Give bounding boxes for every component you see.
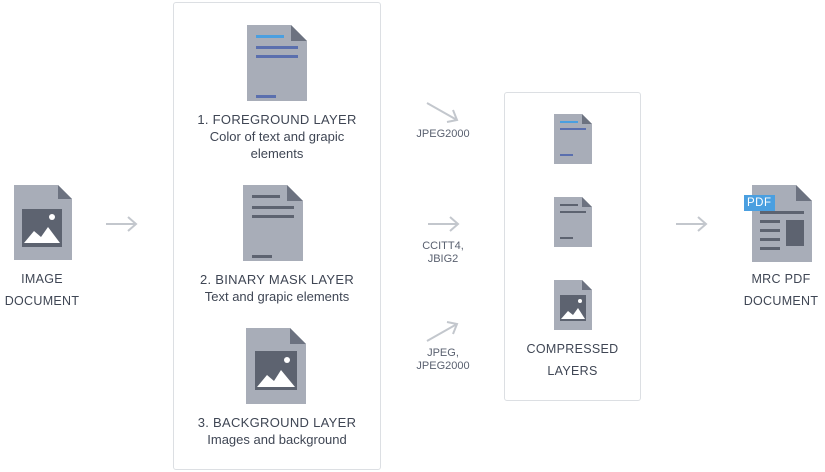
compressed-background-icon (554, 280, 592, 330)
output-label-line1: MRC PDF (751, 272, 811, 286)
mask-compression-label-1: CCITT4, (422, 240, 464, 252)
image-document-icon (14, 185, 72, 260)
input-label-line2: DOCUMENT (4, 294, 80, 308)
background-layer-sub-1: Images and background (207, 432, 347, 447)
foreground-layer-title: 1. FOREGROUND LAYER (197, 112, 357, 127)
mask-layer-title: 2. BINARY MASK LAYER (199, 272, 355, 287)
arrow-right-icon (676, 216, 708, 232)
background-compression-label-2: JPEG2000 (416, 360, 470, 372)
foreground-layer-sub-2: elements (250, 146, 304, 161)
foreground-layer-sub-1: Color of text and grapic (209, 129, 345, 144)
foreground-compression-label: JPEG2000 (416, 128, 470, 140)
arrow-diagonal-up-icon (426, 321, 459, 342)
input-label-line1: IMAGE (21, 272, 63, 286)
foreground-document-icon (247, 25, 307, 101)
compressed-foreground-icon (554, 114, 592, 164)
compressed-label-line2: LAYERS (547, 364, 598, 378)
mask-layer-sub-1: Text and grapic elements (204, 289, 350, 304)
compressed-mask-icon (554, 197, 592, 247)
background-document-icon (246, 328, 306, 404)
mask-compression-label-2: JBIG2 (427, 253, 459, 265)
arrow-right-icon (428, 216, 460, 232)
background-layer-title: 3. BACKGROUND LAYER (197, 415, 357, 430)
background-compression-label-1: JPEG, (427, 347, 459, 359)
arrow-diagonal-down-icon (426, 102, 459, 123)
arrow-right-icon (106, 216, 138, 232)
output-label-line2: DOCUMENT (743, 294, 819, 308)
pdf-badge: PDF (744, 195, 775, 211)
mask-document-icon (243, 185, 303, 261)
compressed-label-line1: COMPRESSED (526, 342, 619, 356)
